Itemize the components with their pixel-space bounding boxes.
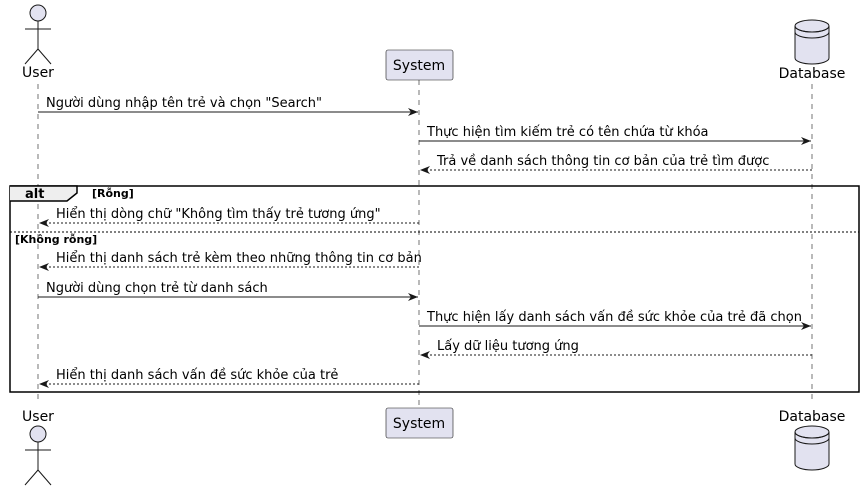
alt-guard-empty: [Rỗng] <box>92 187 134 200</box>
message: Hiển thị danh sách trẻ kèm theo những th… <box>39 251 422 271</box>
message-label: Trả về danh sách thông tin cơ bản của tr… <box>436 154 769 169</box>
message: Lấy dữ liệu tương ứng <box>420 339 812 359</box>
database-icon <box>794 425 830 471</box>
participant-label-database-bottom: Database <box>779 409 846 425</box>
message-label: Lấy dữ liệu tương ứng <box>437 339 579 354</box>
participant-user-bottom: User <box>22 409 54 486</box>
message-label: Thực hiện lấy danh sách vấn đề sức khỏe … <box>426 310 802 325</box>
message: Trả về danh sách thông tin cơ bản của tr… <box>420 154 812 174</box>
message-label: Hiển thị danh sách trẻ kèm theo những th… <box>56 251 422 266</box>
participant-label-database: Database <box>779 66 846 82</box>
message-label: Người dùng nhập tên trẻ và chọn "Search" <box>46 96 322 111</box>
message-label: Hiển thị dòng chữ "Không tìm thấy trẻ tư… <box>56 207 381 222</box>
alt-fragment: alt [Rỗng] [Không rỗng] <box>9 185 860 393</box>
actor-icon <box>24 4 52 65</box>
participant-label-system-bottom: System <box>393 416 445 432</box>
message-label: Hiển thị danh sách vấn đề sức khỏe của t… <box>56 368 338 383</box>
participant-system-bottom: System <box>385 407 454 439</box>
participant-database-bottom: Database <box>779 409 846 471</box>
alt-guard-not-empty: [Không rỗng] <box>15 233 97 246</box>
participant-label-user: User <box>22 65 54 81</box>
participant-label-user-bottom: User <box>22 409 54 425</box>
actor-icon <box>24 425 52 486</box>
participant-user-top: User <box>22 4 54 81</box>
database-icon <box>794 19 830 65</box>
message: Hiển thị dòng chữ "Không tìm thấy trẻ tư… <box>39 207 419 227</box>
message-label: Người dùng chọn trẻ từ danh sách <box>46 281 268 296</box>
participant-system-top: System <box>385 49 454 81</box>
participant-database-top: Database <box>779 19 846 82</box>
alt-fragment-tab <box>10 185 78 202</box>
message: Thực hiện lấy danh sách vấn đề sức khỏe … <box>419 310 811 330</box>
participant-label-system: System <box>393 58 445 74</box>
message: Người dùng chọn trẻ từ danh sách <box>38 281 418 301</box>
message: Hiển thị danh sách vấn đề sức khỏe của t… <box>39 368 419 388</box>
message: Người dùng nhập tên trẻ và chọn "Search" <box>38 96 418 116</box>
messages-layer: Người dùng nhập tên trẻ và chọn "Search"… <box>38 96 812 388</box>
message: Thực hiện tìm kiếm trẻ có tên chứa từ kh… <box>419 125 811 145</box>
alt-keyword: alt <box>25 187 44 202</box>
message-label: Thực hiện tìm kiếm trẻ có tên chứa từ kh… <box>426 125 709 140</box>
